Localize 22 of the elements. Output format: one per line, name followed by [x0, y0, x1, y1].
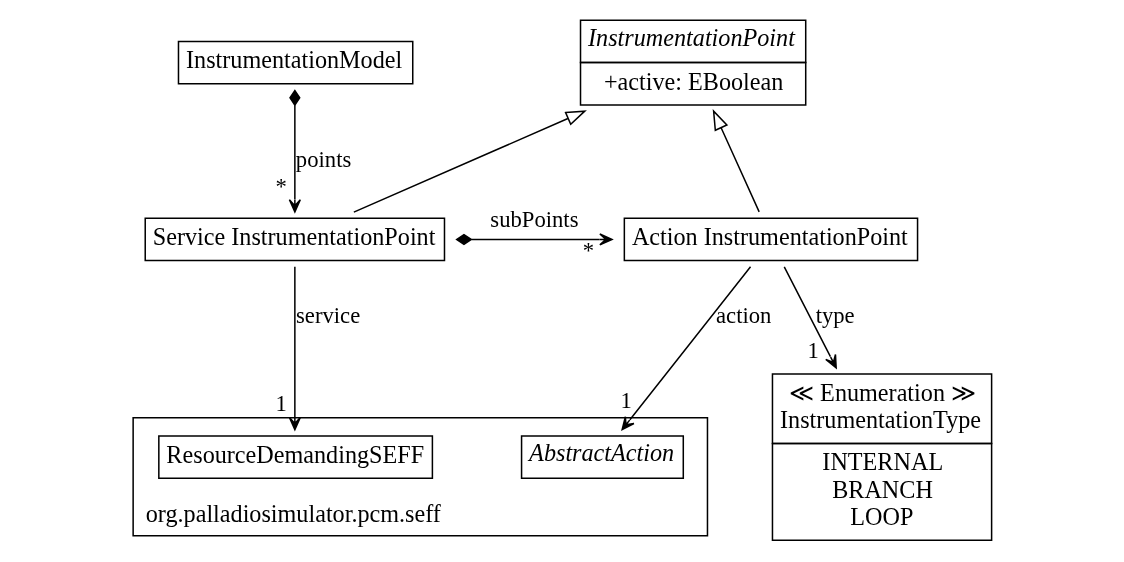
edge-label: subPoints [490, 207, 579, 233]
arrow [353, 110, 587, 213]
edge-label: service [296, 302, 361, 328]
arrow [455, 233, 613, 246]
arrow [621, 266, 752, 431]
label: 1 [275, 391, 287, 417]
node-box: Action InstrumentationPoint [623, 217, 919, 262]
edge-label: type [815, 302, 855, 328]
node-box: InstrumentationModel [177, 40, 414, 85]
arrow [288, 266, 302, 431]
arrow [783, 266, 837, 369]
node-box: AbstractAction [520, 435, 685, 479]
edge-label: points [295, 146, 352, 172]
label: 1 [620, 387, 632, 413]
label: 1 [807, 338, 819, 364]
arrow [288, 89, 302, 213]
node-box: ResourceDemandingSEFF [158, 435, 434, 479]
label: * [582, 238, 595, 264]
node-box: Service InstrumentationPoint [144, 217, 446, 262]
arrow [712, 109, 760, 213]
label: * [275, 173, 287, 199]
edge-label: action [716, 302, 772, 328]
